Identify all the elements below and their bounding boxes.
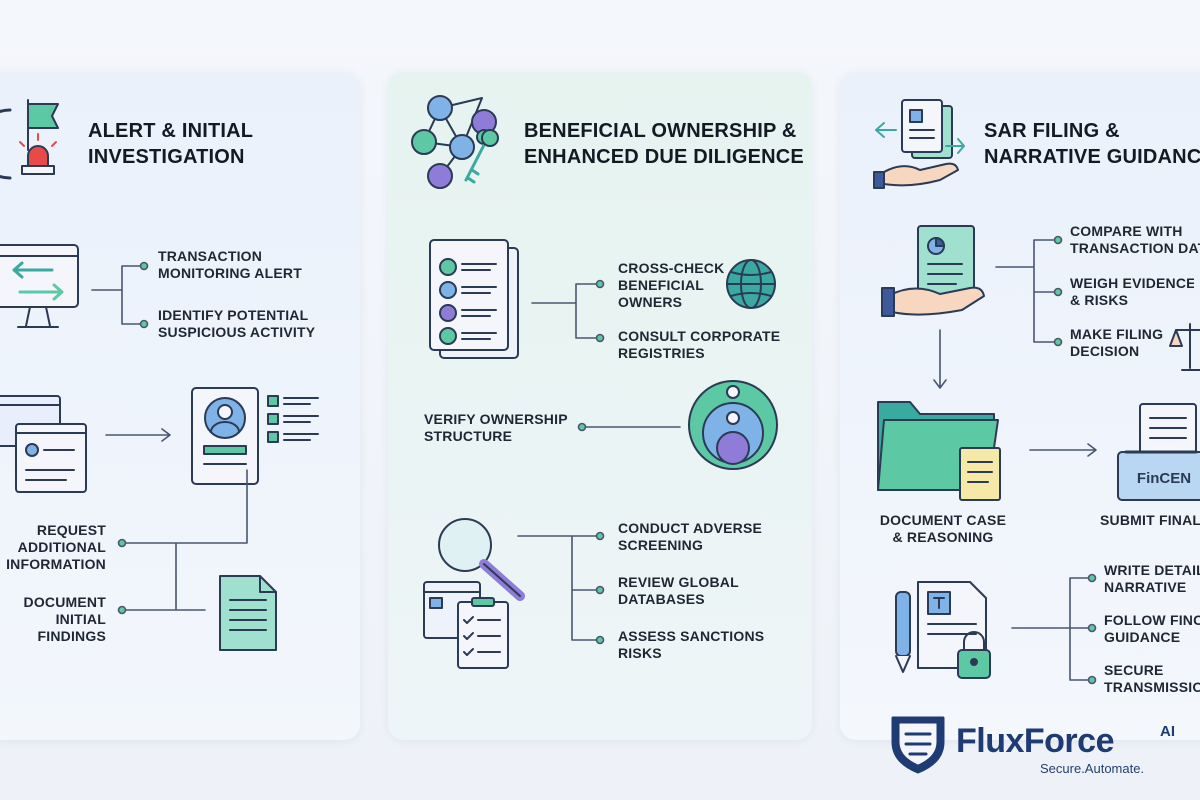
step-line: & RISKS bbox=[1070, 292, 1129, 308]
section-title-alert-investigation: ALERT & INITIAL INVESTIGATION bbox=[88, 118, 253, 170]
step-line: MAKE FILING bbox=[1070, 326, 1164, 342]
title-line: NARRATIVE GUIDANCE bbox=[984, 146, 1200, 168]
title-line: SAR FILING & bbox=[984, 120, 1120, 142]
pen-document-lock-icon bbox=[895, 581, 991, 679]
owners-list-document-icon bbox=[429, 239, 519, 359]
ownership-circles-icon bbox=[688, 380, 778, 470]
title-line: ENHANCED DUE DILIGENCE bbox=[524, 146, 804, 168]
step-assess-sanctions-risks: ASSESS SANCTIONS RISKS bbox=[618, 628, 764, 662]
step-line: NARRATIVE bbox=[1104, 579, 1187, 595]
profile-windows-icon bbox=[0, 395, 87, 493]
step-secure-transmission: SECURE TRANSMISSION bbox=[1104, 662, 1200, 696]
brand-suffix: AI bbox=[1160, 723, 1175, 740]
clipboard-windows-icon bbox=[423, 581, 509, 669]
step-review-global-databases: REVIEW GLOBAL DATABASES bbox=[618, 574, 739, 608]
step-conduct-adverse-screening: CONDUCT ADVERSE SCREENING bbox=[618, 520, 762, 554]
monitor-transfer-icon bbox=[0, 244, 79, 328]
step-line: TRANSACTION bbox=[158, 248, 263, 264]
step-make-filing-decision: MAKE FILING DECISION bbox=[1070, 326, 1163, 360]
section-title-sar-filing: SAR FILING & NARRATIVE GUIDANCE bbox=[984, 118, 1200, 170]
step-line: SECURE bbox=[1104, 662, 1164, 678]
step-line: ASSESS SANCTIONS bbox=[618, 628, 765, 644]
step-line: SUSPICIOUS ACTIVITY bbox=[158, 324, 316, 340]
folder-icon bbox=[877, 401, 1001, 501]
step-line: DATABASES bbox=[618, 591, 705, 607]
network-people-icon bbox=[411, 95, 499, 189]
step-document-initial-findings: DOCUMENT INITIAL FINDINGS bbox=[0, 594, 106, 645]
fluxforce-shield-icon bbox=[891, 716, 945, 774]
step-line: MONITORING ALERT bbox=[158, 265, 302, 281]
flag-alert-icon bbox=[0, 99, 59, 180]
step-line: VERIFY OWNERSHIP bbox=[424, 411, 568, 427]
step-line: ADDITIONAL bbox=[17, 539, 106, 555]
step-request-additional-information: REQUEST ADDITIONAL INFORMATION bbox=[0, 522, 106, 573]
step-line: COMPARE WITH bbox=[1070, 223, 1183, 239]
step-follow-fincen-guidance: FOLLOW FINCEN GUIDANCE bbox=[1104, 612, 1200, 646]
title-line: BENEFICIAL OWNERSHIP & bbox=[524, 120, 797, 142]
step-line: GUIDANCE bbox=[1104, 629, 1181, 645]
step-line: FINDINGS bbox=[37, 628, 106, 644]
step-line: RISKS bbox=[618, 645, 662, 661]
step-line: OWNERS bbox=[618, 294, 683, 310]
step-line: DOCUMENT bbox=[23, 594, 106, 610]
step-line: INFORMATION bbox=[6, 556, 106, 572]
step-cross-check-beneficial-owners: CROSS-CHECK BENEFICIAL OWNERS bbox=[618, 260, 724, 311]
step-line: REGISTRIES bbox=[618, 345, 705, 361]
step-line: INITIAL bbox=[55, 611, 106, 627]
title-line: INVESTIGATION bbox=[88, 146, 245, 168]
hand-documents-icon bbox=[873, 99, 965, 189]
step-line: BENEFICIAL bbox=[618, 277, 704, 293]
step-line: FOLLOW FINCEN bbox=[1104, 612, 1200, 628]
section2-connectors bbox=[517, 279, 681, 645]
step-line: STRUCTURE bbox=[424, 428, 513, 444]
step-weigh-evidence-risks: WEIGH EVIDENCE & RISKS bbox=[1070, 275, 1194, 309]
step-write-detailed-narrative: WRITE DETAILED NARRATIVE bbox=[1104, 562, 1200, 596]
step-line: SCREENING bbox=[618, 537, 704, 553]
step-verify-ownership-structure: VERIFY OWNERSHIP STRUCTURE bbox=[424, 411, 568, 445]
title-line: ALERT & INITIAL bbox=[88, 120, 254, 142]
document-icon bbox=[219, 575, 277, 651]
step-line: TRANSMISSION bbox=[1104, 679, 1200, 695]
step-line: WEIGH EVIDENCE bbox=[1070, 275, 1194, 291]
step-line: DOCUMENT CASE bbox=[879, 512, 1007, 528]
globe-icon bbox=[726, 259, 776, 309]
hand-report-icon bbox=[881, 225, 985, 317]
fincen-label: FinCEN bbox=[1137, 470, 1191, 487]
step-identify-suspicious-activity: IDENTIFY POTENTIAL SUSPICIOUS ACTIVITY bbox=[158, 307, 315, 341]
step-line: & REASONING bbox=[892, 529, 994, 545]
step-line: CROSS-CHECK bbox=[618, 260, 725, 276]
magnifier-icon bbox=[438, 518, 525, 601]
step-line: REQUEST bbox=[36, 522, 106, 538]
step-document-case-reasoning: DOCUMENT CASE & REASONING bbox=[872, 512, 1014, 546]
fincen-box-icon bbox=[1117, 403, 1200, 501]
checklist-icon bbox=[267, 395, 319, 443]
scale-icon bbox=[1169, 323, 1200, 371]
step-transaction-monitoring-alert: TRANSACTION MONITORING ALERT bbox=[158, 248, 302, 282]
step-line: CONDUCT ADVERSE bbox=[618, 520, 763, 536]
step-consult-corporate-registries: CONSULT CORPORATE REGISTRIES bbox=[618, 328, 780, 362]
brand-tagline: Secure.Automate. bbox=[1040, 761, 1145, 776]
step-submit-final: SUBMIT FINAL bbox=[1100, 512, 1200, 529]
brand-name: FluxForce bbox=[956, 722, 1114, 760]
step-compare-transaction-data: COMPARE WITH TRANSACTION DATA bbox=[1070, 223, 1200, 257]
step-line: CONSULT CORPORATE bbox=[618, 328, 781, 344]
step-line: SUBMIT FINAL bbox=[1100, 512, 1200, 528]
step-line: DECISION bbox=[1070, 343, 1140, 359]
step-line: REVIEW GLOBAL bbox=[618, 574, 739, 590]
step-line: WRITE DETAILED bbox=[1104, 562, 1200, 578]
section1-connectors bbox=[91, 261, 248, 615]
step-line: IDENTIFY POTENTIAL bbox=[158, 307, 309, 323]
id-card-icon bbox=[191, 387, 259, 485]
section-title-beneficial-ownership: BENEFICIAL OWNERSHIP & ENHANCED DUE DILI… bbox=[524, 118, 804, 170]
section3-connectors bbox=[933, 235, 1097, 685]
step-line: TRANSACTION DATA bbox=[1070, 240, 1200, 256]
